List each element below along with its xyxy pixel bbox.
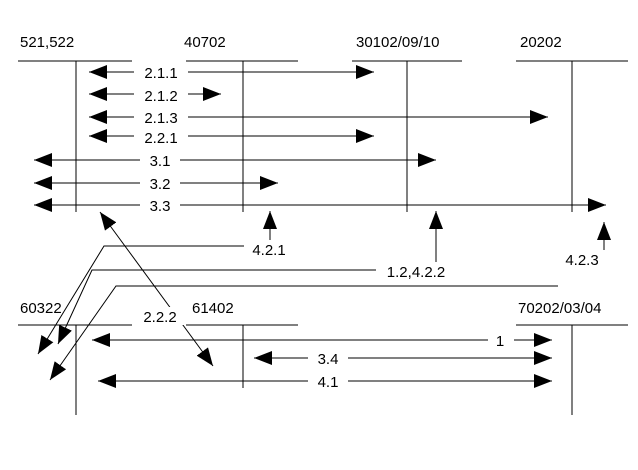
arrow-2-2-2 bbox=[99, 211, 214, 367]
edge-label-2-1-3: 2.1.3 bbox=[144, 110, 177, 127]
edge-label-3-4: 3.4 bbox=[318, 351, 339, 368]
node-label-20202: 20202 bbox=[520, 34, 562, 51]
node-label-40702: 40702 bbox=[184, 34, 226, 51]
node-label-30102: 30102/09/10 bbox=[356, 34, 439, 51]
edge-label-1-2-4-2-2: 1.2,4.2.2 bbox=[387, 264, 445, 281]
edge-label-2-2-2: 2.2.2 bbox=[143, 309, 176, 326]
edge-label-4-1: 4.1 bbox=[318, 374, 339, 391]
node-label-61402: 61402 bbox=[192, 300, 234, 317]
node-label-70202: 70202/03/04 bbox=[518, 300, 601, 317]
edge-label-1: 1 bbox=[496, 333, 504, 350]
node-label-60322: 60322 bbox=[20, 300, 62, 317]
edge-label-3-3: 3.3 bbox=[150, 198, 171, 215]
edge-label-3-1: 3.1 bbox=[150, 153, 171, 170]
arrow-4-2-3-diagonal bbox=[49, 285, 558, 381]
edge-label-4-2-1: 4.2.1 bbox=[252, 242, 285, 259]
arrow-1-2-4-2-2-diagonal bbox=[57, 269, 376, 345]
node-label-521522: 521,522 bbox=[20, 34, 74, 51]
edge-label-2-1-1: 2.1.1 bbox=[144, 65, 177, 82]
edge-label-2-2-1: 2.2.1 bbox=[144, 130, 177, 147]
edge-label-2-1-2: 2.1.2 bbox=[144, 88, 177, 105]
edge-label-3-2: 3.2 bbox=[150, 176, 171, 193]
edge-label-4-2-3: 4.2.3 bbox=[565, 252, 598, 269]
